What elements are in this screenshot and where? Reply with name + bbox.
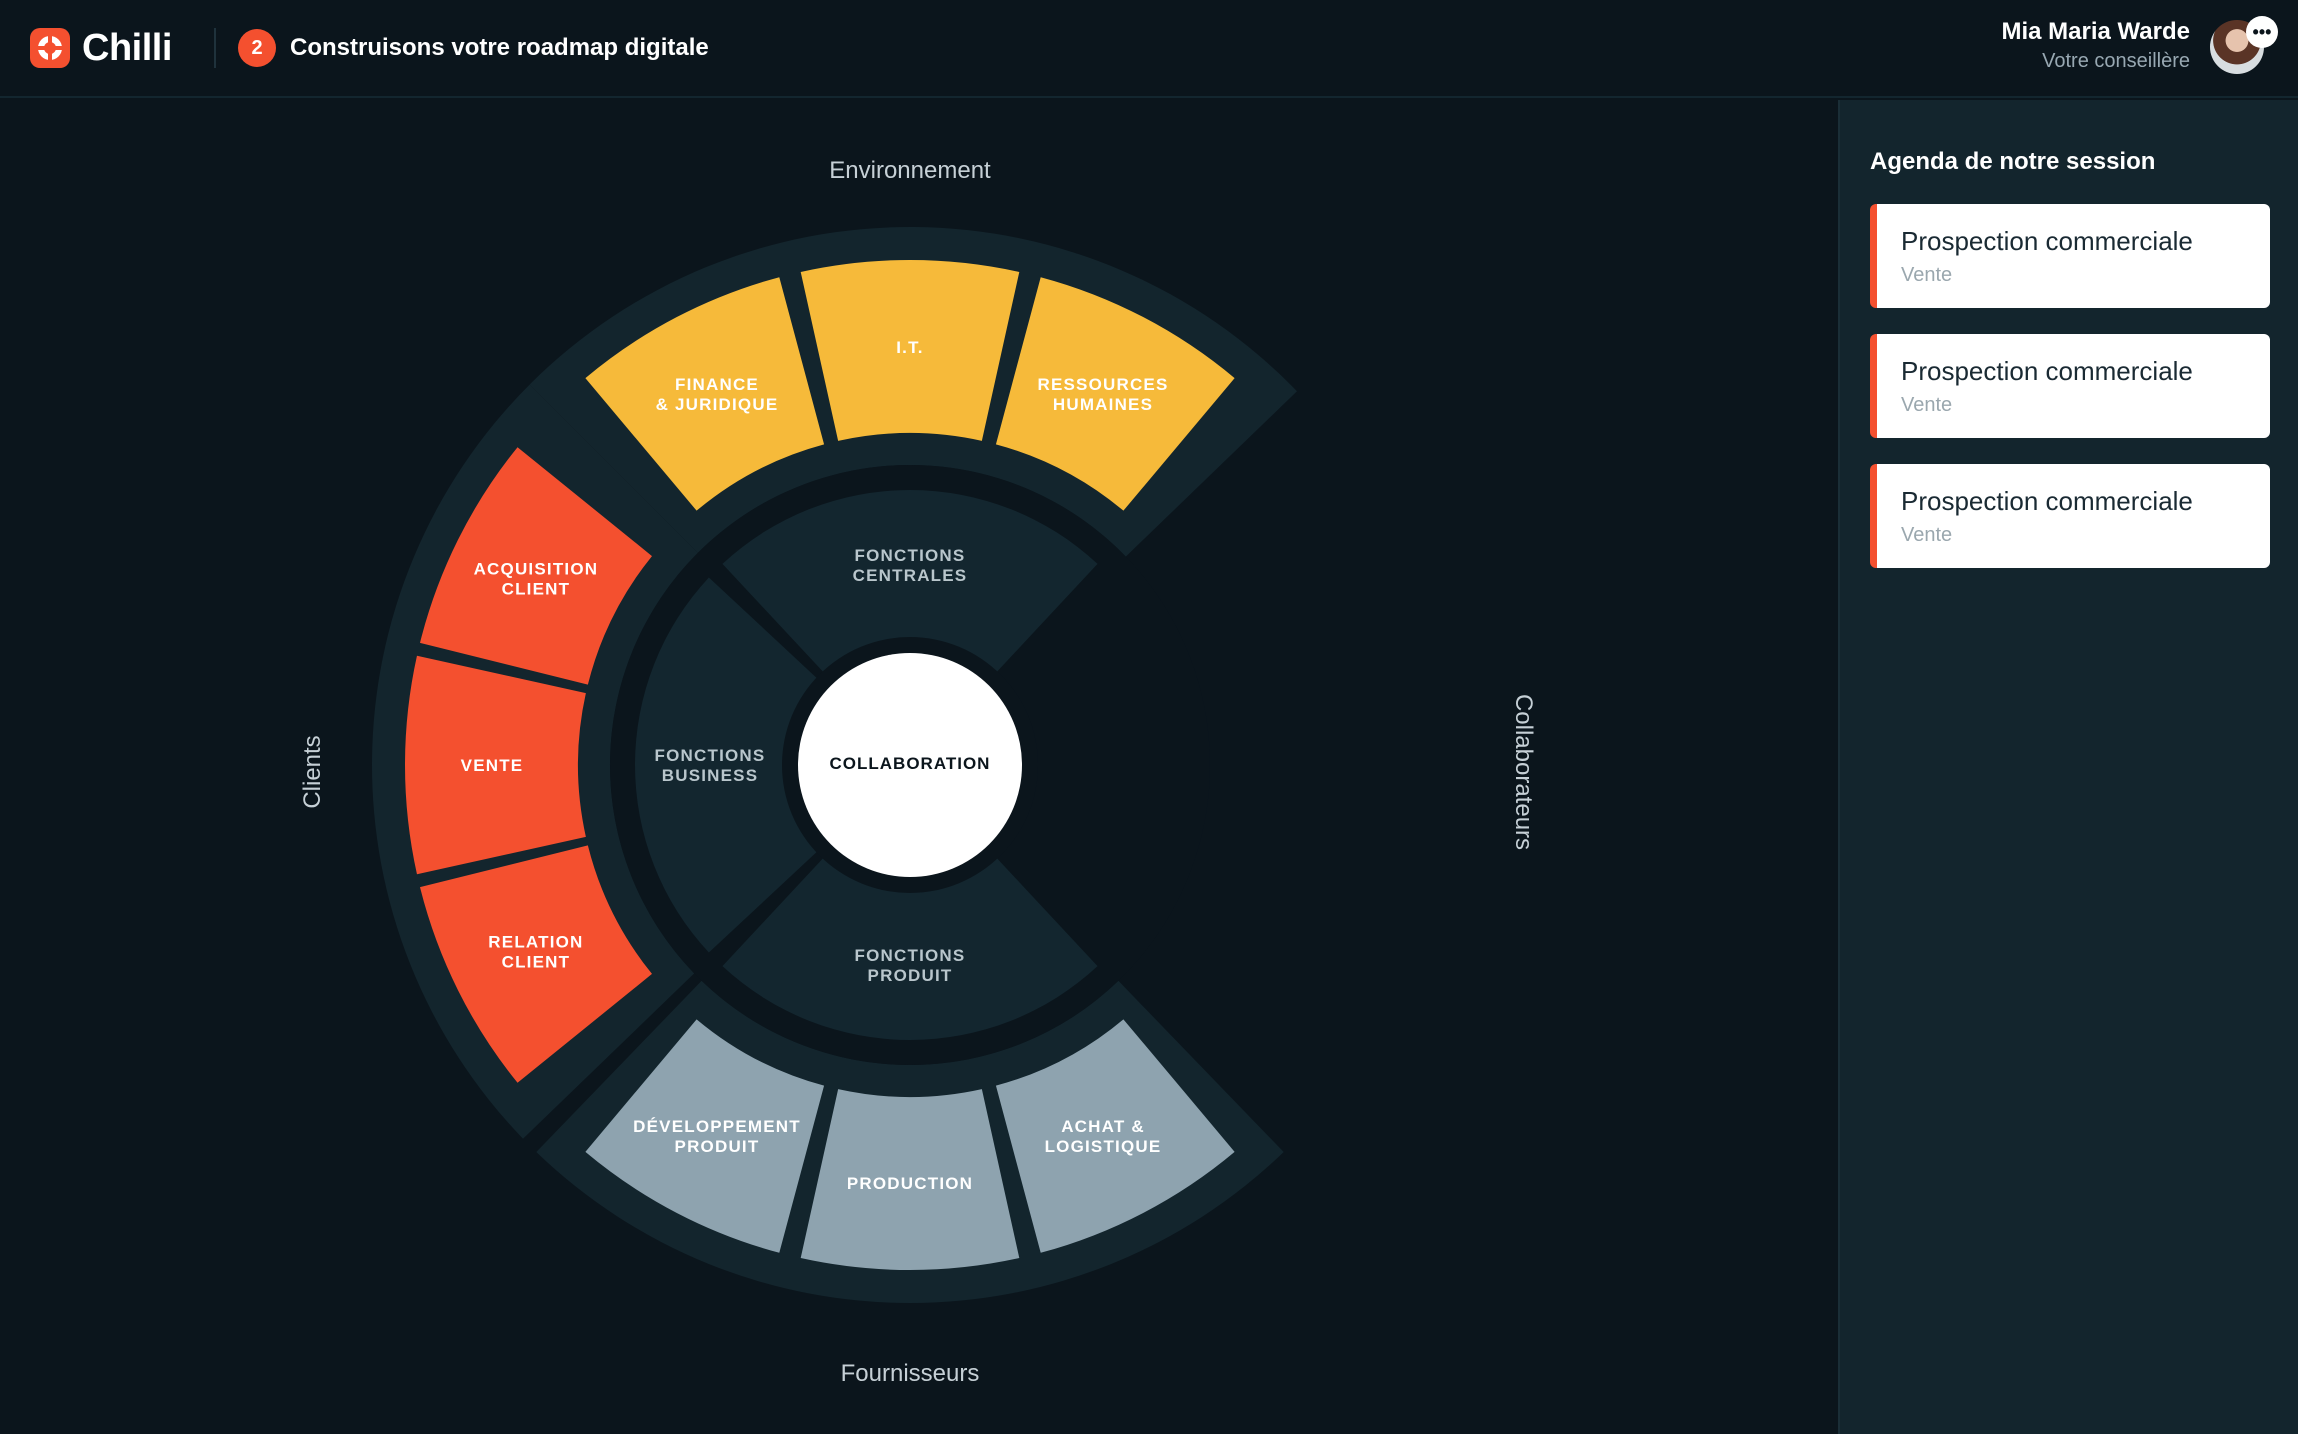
axis-label-left: Clients xyxy=(299,735,326,808)
inner-sector-label: FONCTIONS xyxy=(855,546,966,565)
agenda-item-subtitle: Vente xyxy=(1901,264,1953,286)
agenda-item-subtitle: Vente xyxy=(1901,524,1953,546)
segment-label: PRODUCTION xyxy=(847,1174,973,1193)
segment-label: PRODUIT xyxy=(675,1137,760,1156)
segment-left[interactable] xyxy=(420,447,652,685)
segment-label: CLIENT xyxy=(502,953,571,972)
agenda-sidebar: Agenda de notre session Prospection comm… xyxy=(1838,100,2298,1434)
segment-top[interactable] xyxy=(800,260,1020,441)
segment-label: & JURIDIQUE xyxy=(656,395,779,414)
top-bar: Chilli 2 Construisons votre roadmap digi… xyxy=(0,0,2298,98)
advisor-name: Mia Maria Warde xyxy=(2001,18,2191,45)
inner-sector-centrales[interactable] xyxy=(722,490,1098,765)
segment-label: I.T. xyxy=(896,338,923,357)
chat-bubble-icon[interactable]: ••• xyxy=(2246,16,2278,48)
agenda-item-title: Prospection commerciale xyxy=(1901,226,2193,256)
agenda-item[interactable]: Prospection commerciale Vente xyxy=(1870,334,2270,438)
inner-sector-label: PRODUIT xyxy=(868,966,953,985)
axis-label-right: Collaborateurs xyxy=(1510,694,1537,850)
segment-bottom[interactable] xyxy=(800,1089,1020,1271)
inner-sector-label: CENTRALES xyxy=(853,566,968,585)
segment-label: VENTE xyxy=(461,756,524,775)
segment-label: LOGISTIQUE xyxy=(1045,1137,1162,1156)
advisor-info: Mia Maria Warde Votre conseillère xyxy=(2002,16,2191,74)
segment-top[interactable] xyxy=(995,277,1235,511)
segment-left[interactable] xyxy=(405,655,586,875)
segment-top[interactable] xyxy=(585,277,825,511)
center-circle[interactable] xyxy=(798,653,1022,877)
step-indicator: 2 Construisons votre roadmap digitale xyxy=(238,26,709,70)
agenda-item[interactable]: Prospection commerciale Vente xyxy=(1870,204,2270,308)
segment-label: FINANCE xyxy=(675,375,759,394)
inner-sector-label: BUSINESS xyxy=(662,766,759,785)
center-label: COLLABORATION xyxy=(830,754,991,773)
axis-label-top: Environnement xyxy=(829,157,991,184)
agenda-item[interactable]: Prospection commerciale Vente xyxy=(1870,464,2270,568)
segment-label: RESSOURCES xyxy=(1037,375,1168,394)
page-title: Construisons votre roadmap digitale xyxy=(290,34,709,61)
advisor-role: Votre conseillère xyxy=(2042,50,2190,72)
inner-sector-business[interactable] xyxy=(635,577,910,953)
segment-label: CLIENT xyxy=(502,579,571,598)
chilli-logo[interactable]: Chilli xyxy=(30,24,172,72)
inner-sector-label: FONCTIONS xyxy=(855,946,966,965)
step-number-badge: 2 xyxy=(238,29,276,67)
segment-left[interactable] xyxy=(420,845,652,1083)
agenda-item-title: Prospection commerciale xyxy=(1901,486,2193,516)
agenda-title: Agenda de notre session xyxy=(1870,148,2156,175)
segment-label: ACHAT & xyxy=(1061,1117,1145,1136)
agenda-item-title: Prospection commerciale xyxy=(1901,356,2193,386)
agenda-item-subtitle: Vente xyxy=(1901,394,1953,416)
inner-sector-label: FONCTIONS xyxy=(655,746,766,765)
axis-label-bottom: Fournisseurs xyxy=(841,1360,980,1387)
segment-label: ACQUISITION xyxy=(474,559,599,578)
segment-bottom[interactable] xyxy=(995,1019,1235,1253)
segment-label: RELATION xyxy=(488,933,583,952)
lifebuoy-icon xyxy=(30,28,70,68)
roadmap-wheel-diagram: FINANCE& JURIDIQUE I.T. RESSOURCESHUMAINES… xyxy=(299,157,1537,1387)
header-divider xyxy=(214,28,216,68)
segment-bottom[interactable] xyxy=(585,1019,825,1253)
inner-sector-produit[interactable] xyxy=(722,765,1098,1041)
segment-label: DÉVELOPPEMENT xyxy=(633,1117,801,1136)
segment-label: HUMAINES xyxy=(1053,395,1153,414)
logo-text: Chilli xyxy=(82,26,172,69)
